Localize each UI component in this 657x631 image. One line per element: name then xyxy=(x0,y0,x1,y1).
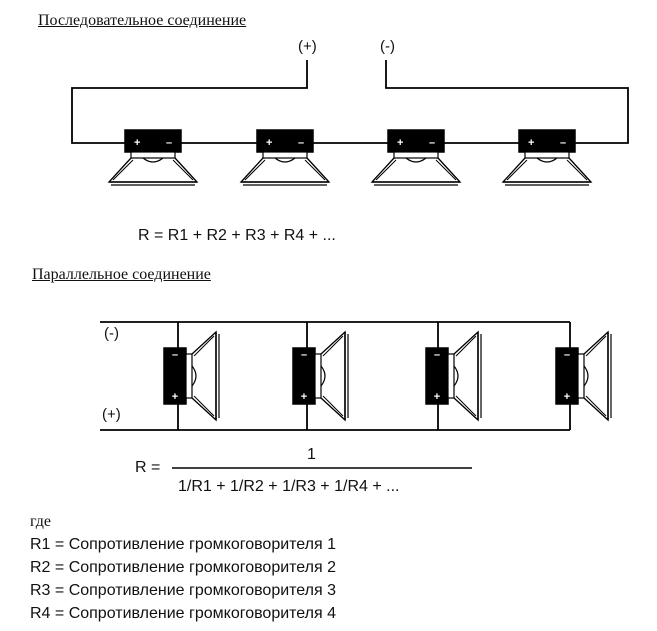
series-speaker-2 xyxy=(240,129,330,186)
series-speaker-2-minus: – xyxy=(298,137,304,149)
series-speaker-1-plus: + xyxy=(134,137,140,149)
parallel-speaker-4-plus: + xyxy=(564,391,570,403)
parallel-plus-terminal-label: (+) xyxy=(102,406,121,423)
parallel-speaker-3 xyxy=(425,331,482,421)
parallel-speaker-1 xyxy=(163,331,220,421)
parallel-speaker-3-minus: – xyxy=(434,349,440,361)
parallel-speaker-1-minus: – xyxy=(172,349,178,361)
series-plus-terminal-label: (+) xyxy=(298,38,317,55)
parallel-connection-title: Параллельное соединение xyxy=(32,266,211,283)
parallel-formula-numerator: 1 xyxy=(307,446,316,463)
series-speaker-1-minus: – xyxy=(166,137,172,149)
parallel-speaker-2-plus: + xyxy=(301,391,307,403)
parallel-speaker-2 xyxy=(292,331,349,421)
parallel-speaker-1-plus: + xyxy=(172,391,178,403)
parallel-formula-lhs: R = xyxy=(135,459,161,476)
parallel-speaker-3-plus: + xyxy=(434,391,440,403)
parallel-speaker-4-minus: – xyxy=(564,349,570,361)
series-speaker-4-plus: + xyxy=(528,137,534,149)
series-speaker-1 xyxy=(108,129,198,186)
series-wiring xyxy=(71,60,629,144)
parallel-formula-denominator: 1/R1 + 1/R2 + 1/R3 + 1/R4 + ... xyxy=(178,478,400,495)
legend-item-r1: R1 = Сопротивление громкоговорителя 1 xyxy=(30,536,337,553)
series-speaker-4-minus: – xyxy=(560,137,566,149)
series-speaker-3 xyxy=(371,129,461,186)
series-minus-terminal-label: (-) xyxy=(380,38,395,55)
legend-item-r4: R4 = Сопротивление громкоговорителя 4 xyxy=(30,605,337,622)
series-speaker-3-minus: – xyxy=(429,137,435,149)
series-connection-title: Последовательное соединение xyxy=(38,12,247,29)
parallel-minus-terminal-label: (-) xyxy=(104,325,119,342)
legend-where: где xyxy=(30,513,52,530)
parallel-speaker-2-minus: – xyxy=(301,349,307,361)
series-speaker-4 xyxy=(502,129,592,186)
series-speaker-3-plus: + xyxy=(397,137,403,149)
legend-item-r3: R3 = Сопротивление громкоговорителя 3 xyxy=(30,582,337,599)
legend-item-r2: R2 = Сопротивление громкоговорителя 2 xyxy=(30,559,337,576)
series-formula: R = R1 + R2 + R3 + R4 + ... xyxy=(138,227,336,244)
parallel-speaker-4 xyxy=(555,331,612,421)
legend: где R1 = Сопротивление громкоговорителя … xyxy=(30,510,336,625)
series-speaker-2-plus: + xyxy=(266,137,272,149)
